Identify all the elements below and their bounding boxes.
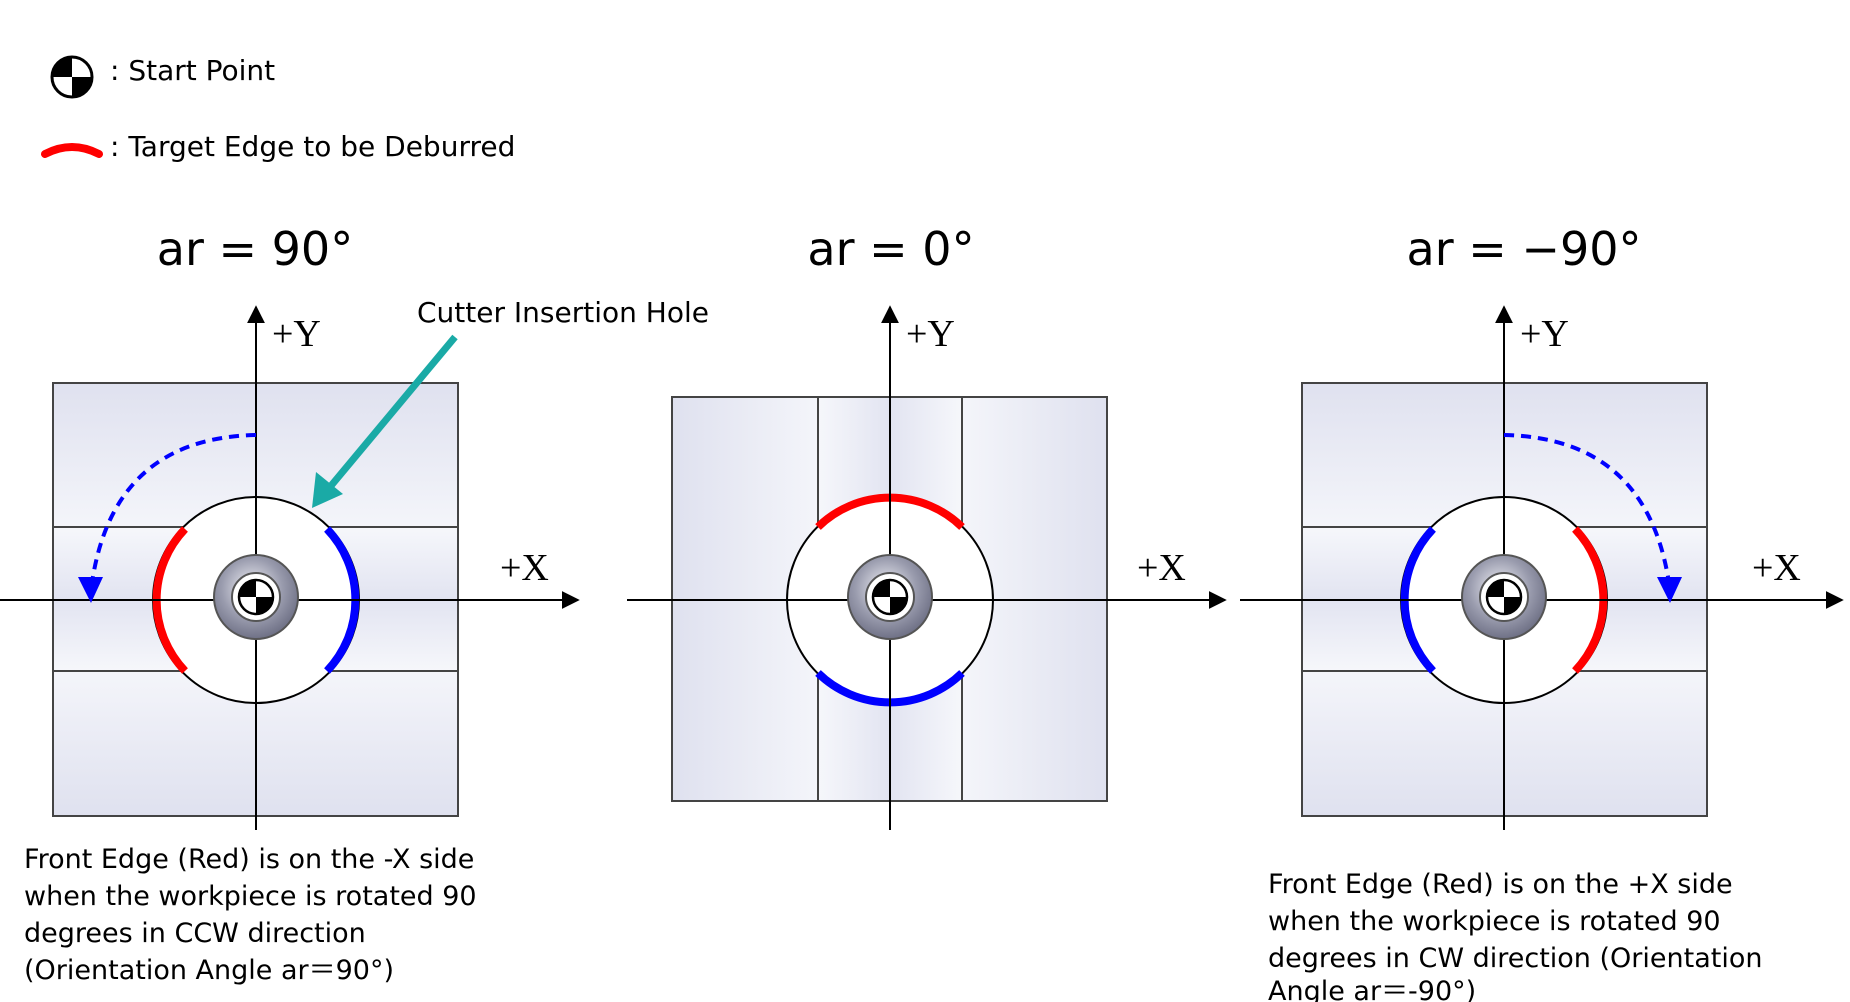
caption-line: (Orientation Angle ar＝90°) xyxy=(24,955,394,986)
rotation-arrow-ccw xyxy=(78,433,257,603)
x-axis-label: +X xyxy=(500,547,549,589)
panel-ar-0: ar = 0° +Y +X xyxy=(627,222,1227,830)
spindle-hub xyxy=(1461,554,1547,640)
target-edge-legend-icon xyxy=(41,143,103,158)
panel-title: ar = 0° xyxy=(807,222,974,276)
x-axis-label: +X xyxy=(1752,547,1801,589)
callout-arrow xyxy=(327,334,458,490)
caption-line: Front Edge (Red) is on the +X side xyxy=(1268,869,1733,900)
caption-line: Angle ar＝-90°) xyxy=(1268,976,1476,1002)
spindle-hub xyxy=(847,554,933,640)
panel-ar-minus-90: ar = −90° +Y + xyxy=(1240,222,1844,1002)
y-axis-label: +Y xyxy=(1520,313,1569,355)
start-point-icon xyxy=(871,578,909,616)
start-point-icon xyxy=(50,55,94,99)
start-point-icon xyxy=(237,578,275,616)
y-axis-label: +Y xyxy=(906,313,955,355)
legend-target-edge-label: : Target Edge to be Deburred xyxy=(110,130,515,163)
spindle-hub xyxy=(213,554,299,640)
legend: : Start Point : Target Edge to be Deburr… xyxy=(41,54,515,163)
panel-title: ar = 90° xyxy=(157,222,353,276)
callout-arrowhead xyxy=(312,472,343,508)
rotation-arrow-cw xyxy=(1503,433,1682,603)
caption-line: degrees in CW direction (Orientation xyxy=(1268,943,1762,974)
caption-line: degrees in CCW direction xyxy=(24,918,366,949)
panel-caption: Front Edge (Red) is on the +X side when … xyxy=(1268,869,1762,1002)
y-axis-label: +Y xyxy=(272,313,321,355)
panel-caption: Front Edge (Red) is on the -X side when … xyxy=(24,844,477,986)
legend-start-point-label: : Start Point xyxy=(110,54,275,87)
start-point-icon xyxy=(1485,578,1523,616)
x-axis-label: +X xyxy=(1137,547,1186,589)
cutter-insertion-hole-callout: Cutter Insertion Hole xyxy=(312,296,709,508)
caption-line: Front Edge (Red) is on the -X side xyxy=(24,844,474,875)
panel-title: ar = −90° xyxy=(1407,222,1642,276)
caption-line: when the workpiece is rotated 90 xyxy=(24,881,477,912)
callout-label: Cutter Insertion Hole xyxy=(417,296,709,329)
panel-ar-90: ar = 90° +Y +X xyxy=(0,222,580,986)
caption-line: when the workpiece is rotated 90 xyxy=(1268,906,1721,937)
